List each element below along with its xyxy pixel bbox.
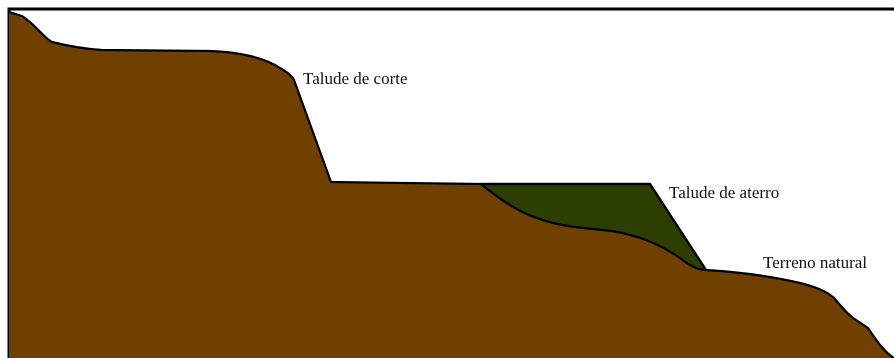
terrain-surface-outline — [7, 10, 894, 358]
fill-slope-label: Talude de aterro — [669, 183, 779, 202]
natural-ground-mass — [9, 12, 894, 358]
natural-ground-label: Terreno natural — [763, 253, 867, 272]
cut-slope-label: Talude de corte — [303, 69, 408, 88]
fill-embankment — [479, 182, 708, 272]
